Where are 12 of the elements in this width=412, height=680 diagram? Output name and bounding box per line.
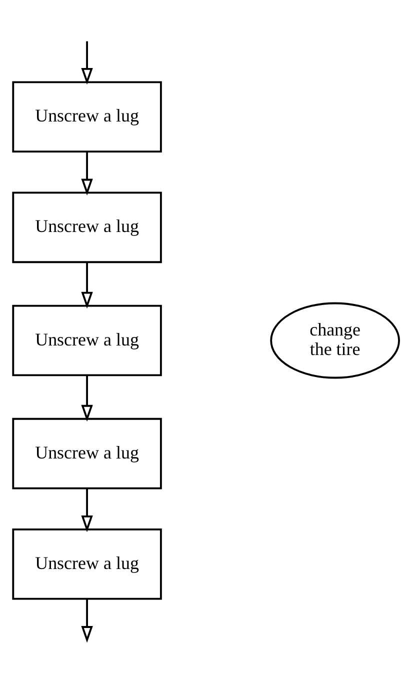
node-box: Unscrew a lug [12,80,162,152]
node-ellipse: change the tire [270,302,400,378]
arrow [81,488,93,532]
arrow [81,598,93,642]
node-box: Unscrew a lug [12,304,162,376]
arrow [81,262,93,308]
arrow [81,375,93,422]
arrow [81,151,93,195]
arrow [81,40,93,84]
node-box: Unscrew a lug [12,528,162,600]
node-box: Unscrew a lug [12,417,162,489]
node-box: Unscrew a lug [12,191,162,263]
